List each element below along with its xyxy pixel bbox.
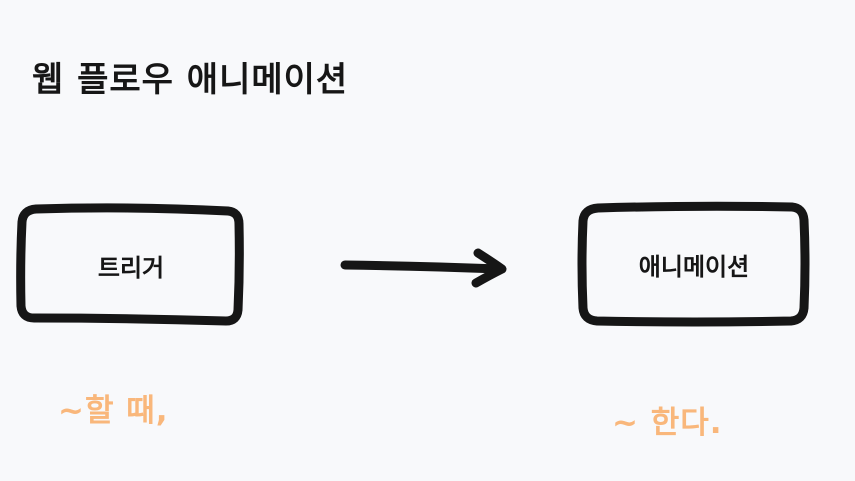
trigger-label: 트리거 (97, 254, 165, 282)
flow-arrowhead (471, 248, 507, 288)
animation-label: 애니메이션 (638, 253, 750, 281)
trigger-note: ~할 때, (58, 393, 169, 429)
animation-box (577, 201, 810, 327)
flow-arrow-shaft (340, 260, 505, 274)
page-title: 웹 플로우 애니메이션 (32, 60, 349, 100)
animation-note: ~ 한다. (612, 405, 723, 441)
trigger-box (16, 203, 244, 326)
